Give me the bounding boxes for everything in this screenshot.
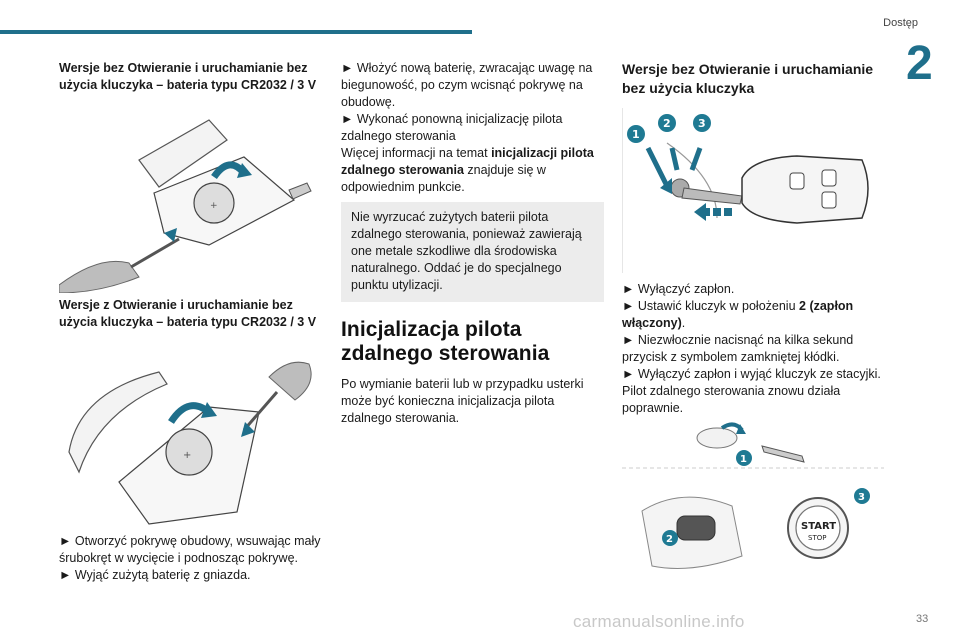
badge-start-2: 2 (666, 534, 673, 545)
column-2: ► Włożyć nową baterię, zwracając uwagę n… (341, 60, 604, 427)
reference-link: inicjalizacji pilota zdalnego sterowania (341, 146, 594, 177)
step-key-position-pre: ► Ustawić kluczyk w położeniu (622, 299, 800, 313)
key-fob-illustration-2: + (68, 361, 312, 525)
section-title: Dostęp (883, 17, 918, 29)
column-3b: ► Wyłączyć zapłon. ► Ustawić kluczyk w p… (622, 281, 884, 417)
ignition-key-illustration: 1 2 3 (622, 108, 869, 273)
step-reinitialize: ► Wykonać ponowną inicjalizację pilota z… (341, 112, 563, 143)
section-title-initialization: Inicjalizacja pilota zdalnego sterowania (341, 318, 550, 365)
svg-text:+: + (210, 201, 218, 211)
step-key-position-post: . (681, 316, 686, 330)
environment-note: Nie wyrzucać zużytych baterii pilota zda… (341, 202, 604, 302)
heading-battery-with-keyless: Wersje z Otwieranie i uruchamianie bez u… (59, 298, 317, 329)
step-key-position: ► Ustawić kluczyk w położeniu 2 (zapłon … (622, 298, 884, 332)
step-key-position-bold: 2 (zapłon włączony) (622, 299, 854, 330)
page-number: 33 (916, 613, 929, 625)
step-open-cover: ► Otworzyć pokrywę obudowy, wsuwając mał… (59, 534, 321, 565)
column-3: Wersje bez Otwieranie i uruchamianie bez… (622, 60, 884, 98)
reference-post: znajduje się w odpowiednim punkcie. (341, 163, 546, 194)
result-text: Pilot zdalnego sterowania znowu działa p… (622, 384, 841, 415)
keyless-start-illustration: 1 2 START STOP 3 (622, 422, 884, 569)
heading-without-keyless: Wersje bez Otwieranie i uruchamianie bez… (622, 61, 874, 96)
column-1b: Wersje z Otwieranie i uruchamianie bez u… (59, 297, 321, 331)
reference-text: Więcej informacji na temat inicjalizacji… (341, 145, 604, 196)
badge-start-1: 1 (740, 454, 747, 465)
header-accent-bar (0, 30, 472, 34)
badge-1: 1 (632, 128, 640, 141)
start-label: START (801, 521, 836, 532)
svg-text:+: + (183, 450, 191, 461)
step-ignition-off: ► Wyłączyć zapłon. (622, 282, 735, 296)
step-remove-battery: ► Wyjąć zużytą baterię z gniazda. (59, 568, 251, 582)
key-fob-illustration-1: + (59, 115, 321, 293)
column-1: Wersje bez Otwieranie i uruchamianie bez… (59, 60, 321, 94)
step-insert-battery: ► Włożyć nową baterię, zwracając uwagę n… (341, 61, 593, 109)
badge-3: 3 (698, 117, 706, 130)
badge-2: 2 (663, 117, 671, 130)
reference-pre: Więcej informacji na temat (341, 146, 492, 160)
step-remove-key: ► Wyłączyć zapłon i wyjąć kluczyk ze sta… (622, 367, 881, 381)
step-press-lock: ► Niezwłocznie nacisnąć na kilka sekund … (622, 333, 854, 364)
chapter-number: 2 (906, 37, 933, 90)
initialization-intro: Po wymianie baterii lub w przypadku uste… (341, 377, 584, 425)
badge-start-3: 3 (858, 492, 865, 503)
heading-battery-without-keyless: Wersje bez Otwieranie i uruchamianie bez… (59, 61, 317, 92)
watermark: carmanualsonline.info (573, 612, 745, 631)
stop-label: STOP (808, 534, 826, 542)
column-1c: ► Otworzyć pokrywę obudowy, wsuwając mał… (59, 533, 321, 584)
environment-note-text: Nie wyrzucać zużytych baterii pilota zda… (351, 210, 582, 292)
